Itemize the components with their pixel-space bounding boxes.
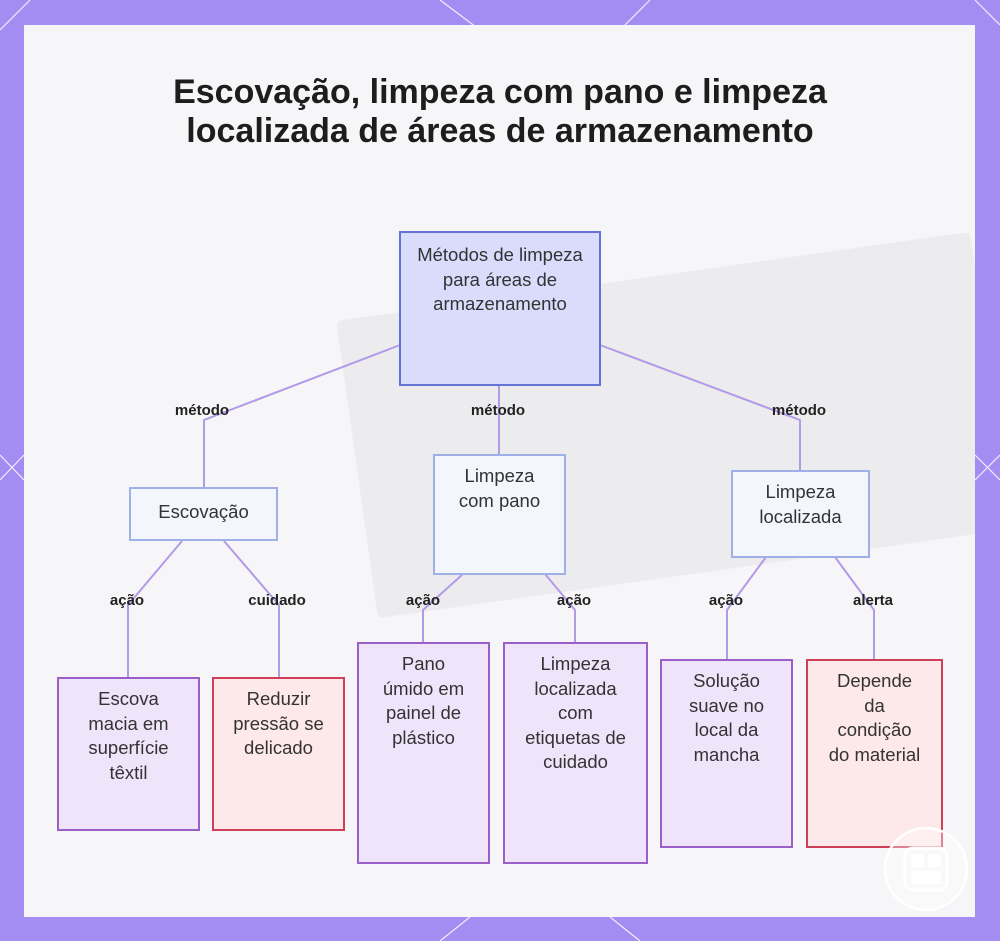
node-limpeza-localizada[interactable]: Limpeza localizada xyxy=(731,470,870,558)
node-limpeza-com-pano-label: Limpeza com pano xyxy=(449,464,550,513)
node-root[interactable]: Métodos de limpeza para áreas de armazen… xyxy=(399,231,601,386)
edge-label-alerta: alerta xyxy=(853,592,893,609)
node-reduzir-pressao-label: Reduzir pressão se delicado xyxy=(232,687,325,761)
node-depende-material-label: Depende da condição do material xyxy=(826,669,923,767)
edge-escovacao-reduzir xyxy=(224,541,279,678)
node-depende-material[interactable]: Depende da condição do material xyxy=(806,659,943,848)
node-solucao-suave[interactable]: Solução suave no local da mancha xyxy=(660,659,793,848)
node-pano-umido[interactable]: Pano úmido em painel de plástico xyxy=(357,642,490,864)
edge-label-acao: ação xyxy=(557,592,591,609)
edge-label-metodo: método xyxy=(175,402,229,419)
node-escovacao[interactable]: Escovação xyxy=(129,487,278,541)
node-pano-umido-label: Pano úmido em painel de plástico xyxy=(375,652,472,750)
node-etiquetas-cuidado-label: Limpeza localizada com etiquetas de cuid… xyxy=(521,652,630,775)
app-logo-icon xyxy=(883,826,969,912)
edge-label-metodo: método xyxy=(471,402,525,419)
node-limpeza-com-pano[interactable]: Limpeza com pano xyxy=(433,454,566,575)
edge-label-acao: ação xyxy=(709,592,743,609)
edge-label-acao: ação xyxy=(110,592,144,609)
node-escovacao-label: Escovação xyxy=(158,500,249,525)
edge-root-escovacao xyxy=(204,345,400,487)
edge-label-cuidado: cuidado xyxy=(248,592,306,609)
node-escova-macia-label: Escova macia em superfície têxtil xyxy=(73,687,184,785)
node-limpeza-localizada-label: Limpeza localizada xyxy=(749,480,852,529)
edge-escovacao-escova xyxy=(128,541,182,678)
edge-label-acao: ação xyxy=(406,592,440,609)
node-solucao-suave-label: Solução suave no local da mancha xyxy=(678,669,775,767)
node-reduzir-pressao[interactable]: Reduzir pressão se delicado xyxy=(212,677,345,831)
node-etiquetas-cuidado[interactable]: Limpeza localizada com etiquetas de cuid… xyxy=(503,642,648,864)
edge-label-metodo: método xyxy=(772,402,826,419)
node-escova-macia[interactable]: Escova macia em superfície têxtil xyxy=(57,677,200,831)
node-root-label: Métodos de limpeza para áreas de armazen… xyxy=(415,243,585,317)
edge-root-limpeza-localizada xyxy=(600,345,800,471)
